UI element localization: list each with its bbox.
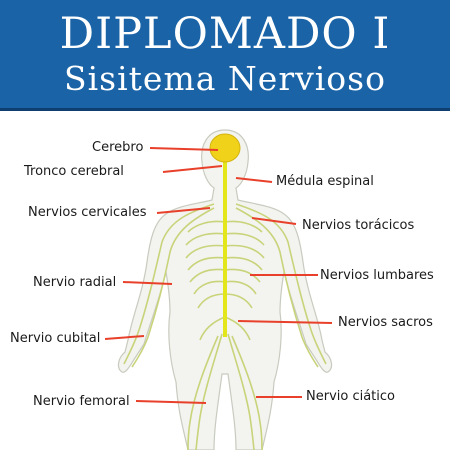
label-nervio-ciatico: Nervio ciático [306,389,395,404]
nerve-branches [123,203,327,450]
label-nervios-cervicales: Nervios cervicales [28,205,147,220]
label-nervio-femoral: Nervio femoral [33,394,130,409]
page-subtitle: Sisitema Nervioso [64,59,386,98]
label-nervios-lumbares: Nervios lumbares [320,268,434,283]
label-nervios-toracicos: Nervios torácicos [302,218,415,233]
title-banner: DIPLOMADO I Sisitema Nervioso [0,0,450,111]
label-nervio-cubital: Nervio cubital [10,331,101,346]
body-illustration [104,129,333,450]
label-tronco-cerebral: Tronco cerebral [24,164,124,179]
label-medula-espinal: Médula espinal [276,174,374,189]
brain-shape [209,133,241,163]
label-nervios-sacros: Nervios sacros [338,315,433,330]
leader-lines [104,147,333,404]
label-cerebro: Cerebro [92,140,144,155]
label-nervio-radial: Nervio radial [33,275,117,290]
page-title: DIPLOMADO I [59,9,391,59]
nervous-system-diagram: Cerebro Tronco cerebral Médula espinal N… [0,112,450,450]
